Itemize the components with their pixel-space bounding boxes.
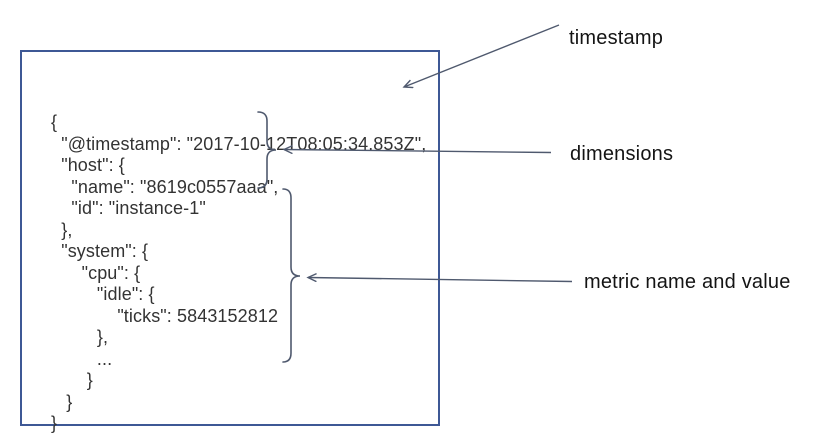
code-line: } bbox=[51, 391, 73, 412]
json-code-block: { "@timestamp": "2017-10-12T08:05:34.853… bbox=[51, 112, 426, 435]
label-dimensions: dimensions bbox=[570, 143, 674, 165]
code-line: } bbox=[51, 413, 58, 433]
code-line-host-id: "id": "instance-1" bbox=[51, 198, 206, 218]
code-line-timestamp: "@timestamp": "2017-10-12T08:05:34.853Z"… bbox=[51, 133, 427, 154]
code-line-ticks: "ticks": 5843152812 bbox=[51, 305, 279, 326]
code-line-host-name: "name": "8619c0557aaa", bbox=[51, 176, 279, 197]
code-line: { bbox=[51, 112, 58, 132]
label-timestamp: timestamp bbox=[569, 27, 664, 49]
code-line: } bbox=[51, 370, 93, 390]
code-line: }, bbox=[51, 327, 109, 347]
code-line-idle: "idle": { bbox=[51, 284, 155, 304]
code-line-cpu: "cpu": { bbox=[51, 262, 141, 283]
label-metric-name-and-value: metric name and value bbox=[584, 271, 791, 293]
code-line-host: "host": { bbox=[51, 155, 125, 175]
json-document-box: { "@timestamp": "2017-10-12T08:05:34.853… bbox=[20, 50, 440, 433]
code-line: }, bbox=[51, 219, 73, 240]
code-line-ellipsis: ... bbox=[51, 348, 113, 369]
code-line-system: "system": { bbox=[51, 241, 149, 261]
